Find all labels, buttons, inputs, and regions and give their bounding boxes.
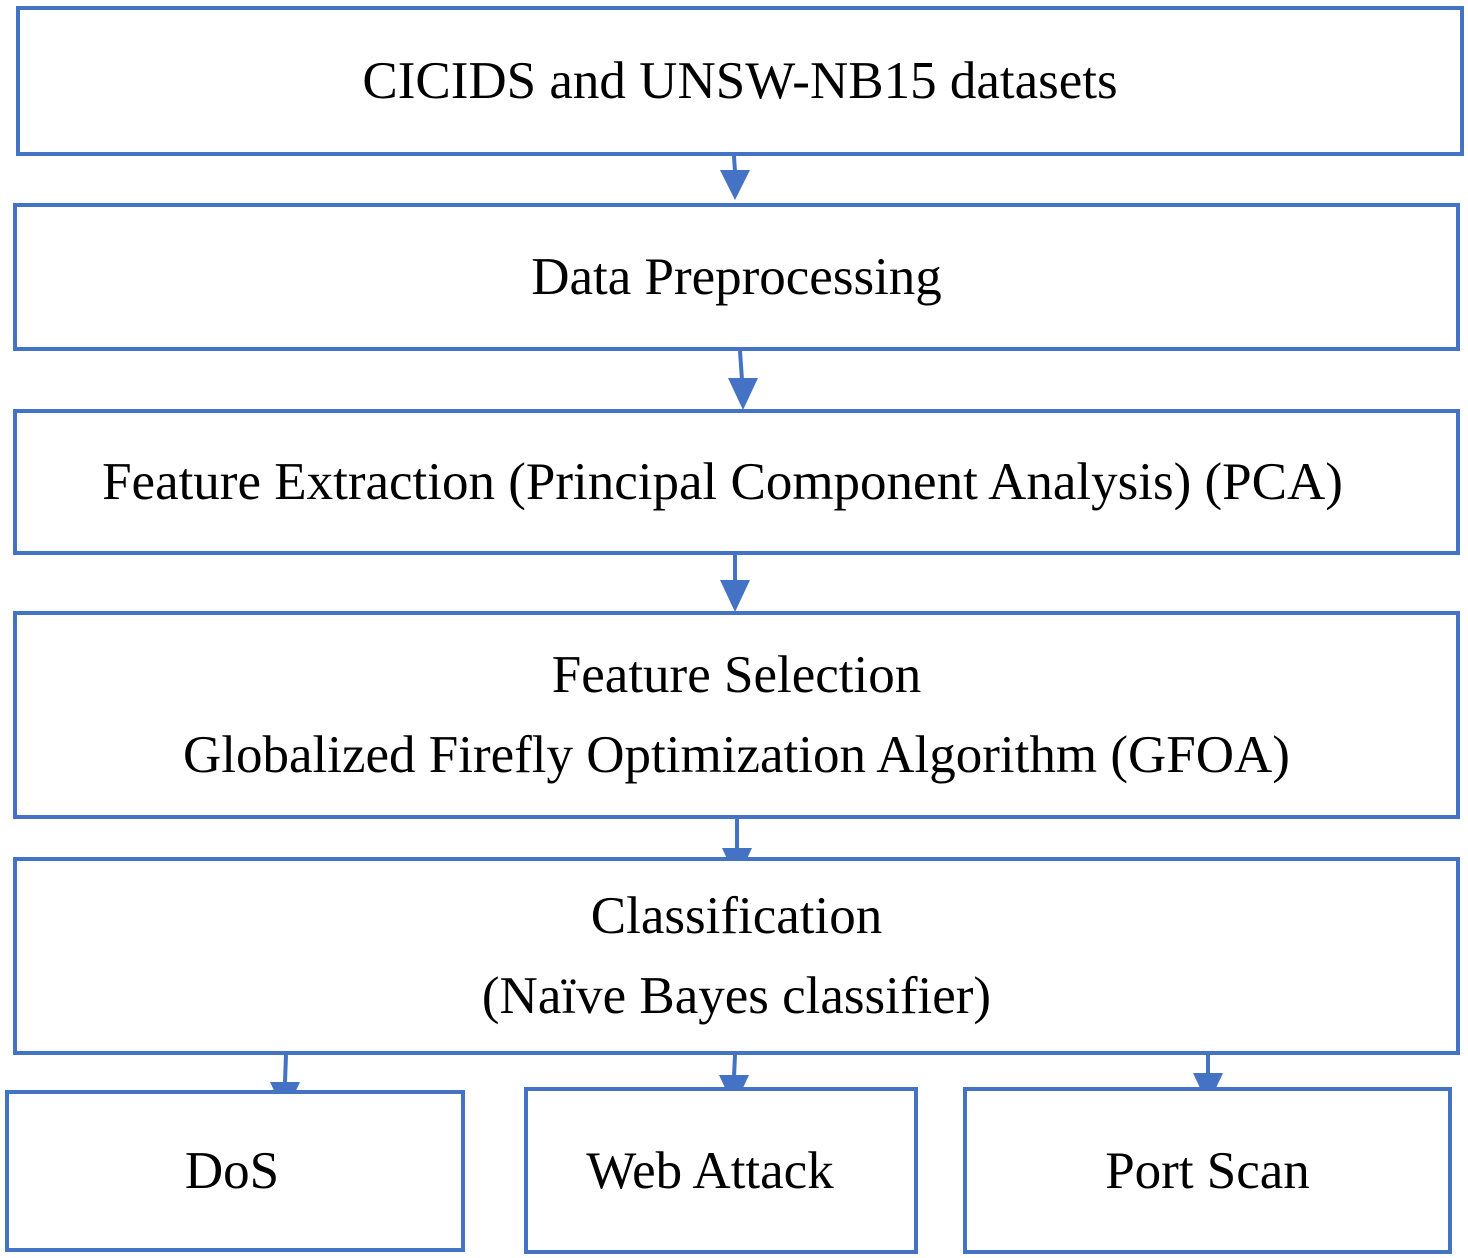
classification-title: Classification	[590, 887, 883, 945]
feature-extraction-box: Feature Extraction (Principal Component …	[13, 409, 1460, 555]
arrow-classification-to-web-attack	[732, 1054, 737, 1078]
data-preprocessing-label: Data Preprocessing	[531, 248, 942, 306]
datasets-box: CICIDS and UNSW-NB15 datasets	[16, 6, 1464, 156]
arrow-preprocessing-to-pca	[738, 350, 744, 381]
feature-extraction-label: Feature Extraction (Principal Component …	[102, 453, 1343, 511]
feature-selection-title: Feature Selection	[551, 646, 922, 704]
arrowhead-feature-selection	[720, 580, 750, 612]
web-attack-output-box: Web Attack	[524, 1087, 918, 1254]
web-attack-label: Web Attack	[586, 1141, 834, 1200]
classification-classifier: (Naïve Bayes classifier)	[481, 967, 992, 1025]
port-scan-label: Port Scan	[1105, 1141, 1310, 1200]
feature-selection-algorithm: Globalized Firefly Optimization Algorith…	[183, 726, 1290, 784]
arrowhead-pca	[728, 378, 758, 410]
feature-selection-box: Feature Selection Globalized Firefly Opt…	[13, 611, 1460, 819]
arrow-datasets-to-preprocessing	[732, 155, 737, 173]
classification-box: Classification (Naïve Bayes classifier)	[13, 857, 1460, 1055]
dos-label: DoS	[184, 1142, 280, 1200]
datasets-label: CICIDS and UNSW-NB15 datasets	[362, 52, 1118, 110]
dos-output-box: DoS	[5, 1090, 465, 1252]
arrowhead-preprocessing	[720, 170, 750, 200]
data-preprocessing-box: Data Preprocessing	[13, 203, 1460, 351]
port-scan-output-box: Port Scan	[963, 1087, 1452, 1254]
arrow-classification-to-dos	[283, 1054, 288, 1083]
